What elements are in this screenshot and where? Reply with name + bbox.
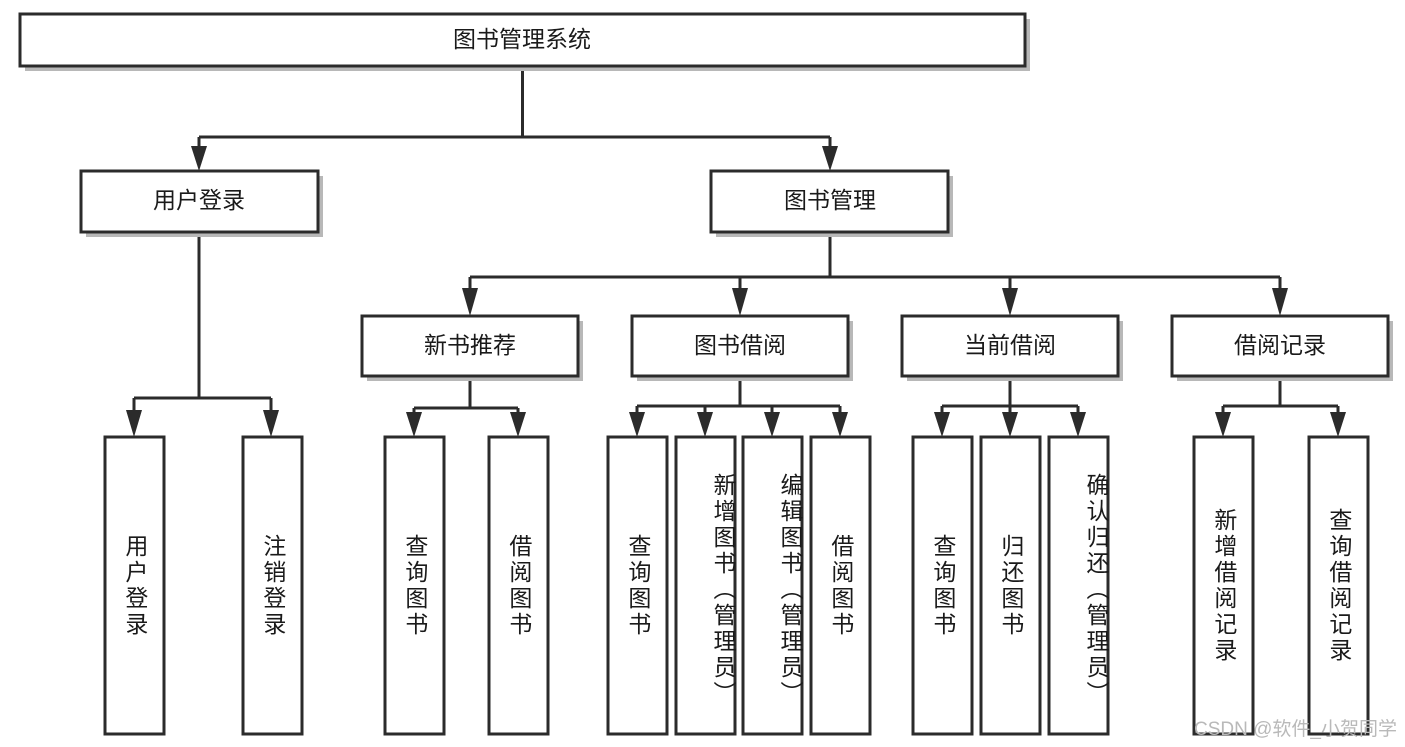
- leaf-box[interactable]: [1192, 435, 1255, 736]
- node-book-borrow[interactable]: 图书借阅: [630, 314, 853, 381]
- node-book-management[interactable]: 图书管理: [709, 169, 953, 237]
- connector-newbook-to-leaves: [406, 376, 526, 437]
- leaf-box[interactable]: [606, 435, 669, 736]
- leaf-box[interactable]: [241, 435, 304, 736]
- leaf-box[interactable]: [911, 435, 974, 736]
- leaf-box[interactable]: [487, 435, 550, 736]
- node-user-login-label: 用户登录: [153, 187, 245, 213]
- connector-root-to-level2: [191, 66, 838, 171]
- leaf-box[interactable]: [674, 435, 737, 736]
- node-borrow-record[interactable]: 借阅记录: [1170, 314, 1393, 381]
- leaf-box[interactable]: [383, 435, 446, 736]
- leaf-box[interactable]: [741, 435, 804, 736]
- node-current-borrow-label: 当前借阅: [964, 332, 1056, 358]
- node-borrow-record-label: 借阅记录: [1234, 332, 1326, 358]
- node-root[interactable]: 图书管理系统: [18, 12, 1030, 71]
- leaf-box[interactable]: [809, 435, 872, 736]
- node-user-login[interactable]: 用户登录: [79, 169, 323, 237]
- connector-currentborrow-to-leaves: [934, 376, 1086, 437]
- node-current-borrow[interactable]: 当前借阅: [900, 314, 1123, 381]
- node-book-management-label: 图书管理: [784, 187, 876, 213]
- leaf-box[interactable]: [103, 435, 166, 736]
- leaf-box[interactable]: [979, 435, 1042, 736]
- leaf-box[interactable]: [1307, 435, 1370, 736]
- connector-bookborrow-to-leaves: [629, 376, 848, 437]
- node-new-book-recommend-label: 新书推荐: [424, 332, 516, 358]
- leaf-box[interactable]: [1047, 435, 1110, 736]
- node-new-book-recommend[interactable]: 新书推荐: [360, 314, 583, 381]
- connector-borrowrecord-to-leaves: [1215, 376, 1346, 437]
- node-root-label: 图书管理系统: [453, 26, 591, 52]
- node-book-borrow-label: 图书借阅: [694, 332, 786, 358]
- connector-bookmgmt-to-level3: [462, 232, 1288, 316]
- connector-userlogin-to-leaves: [126, 232, 279, 437]
